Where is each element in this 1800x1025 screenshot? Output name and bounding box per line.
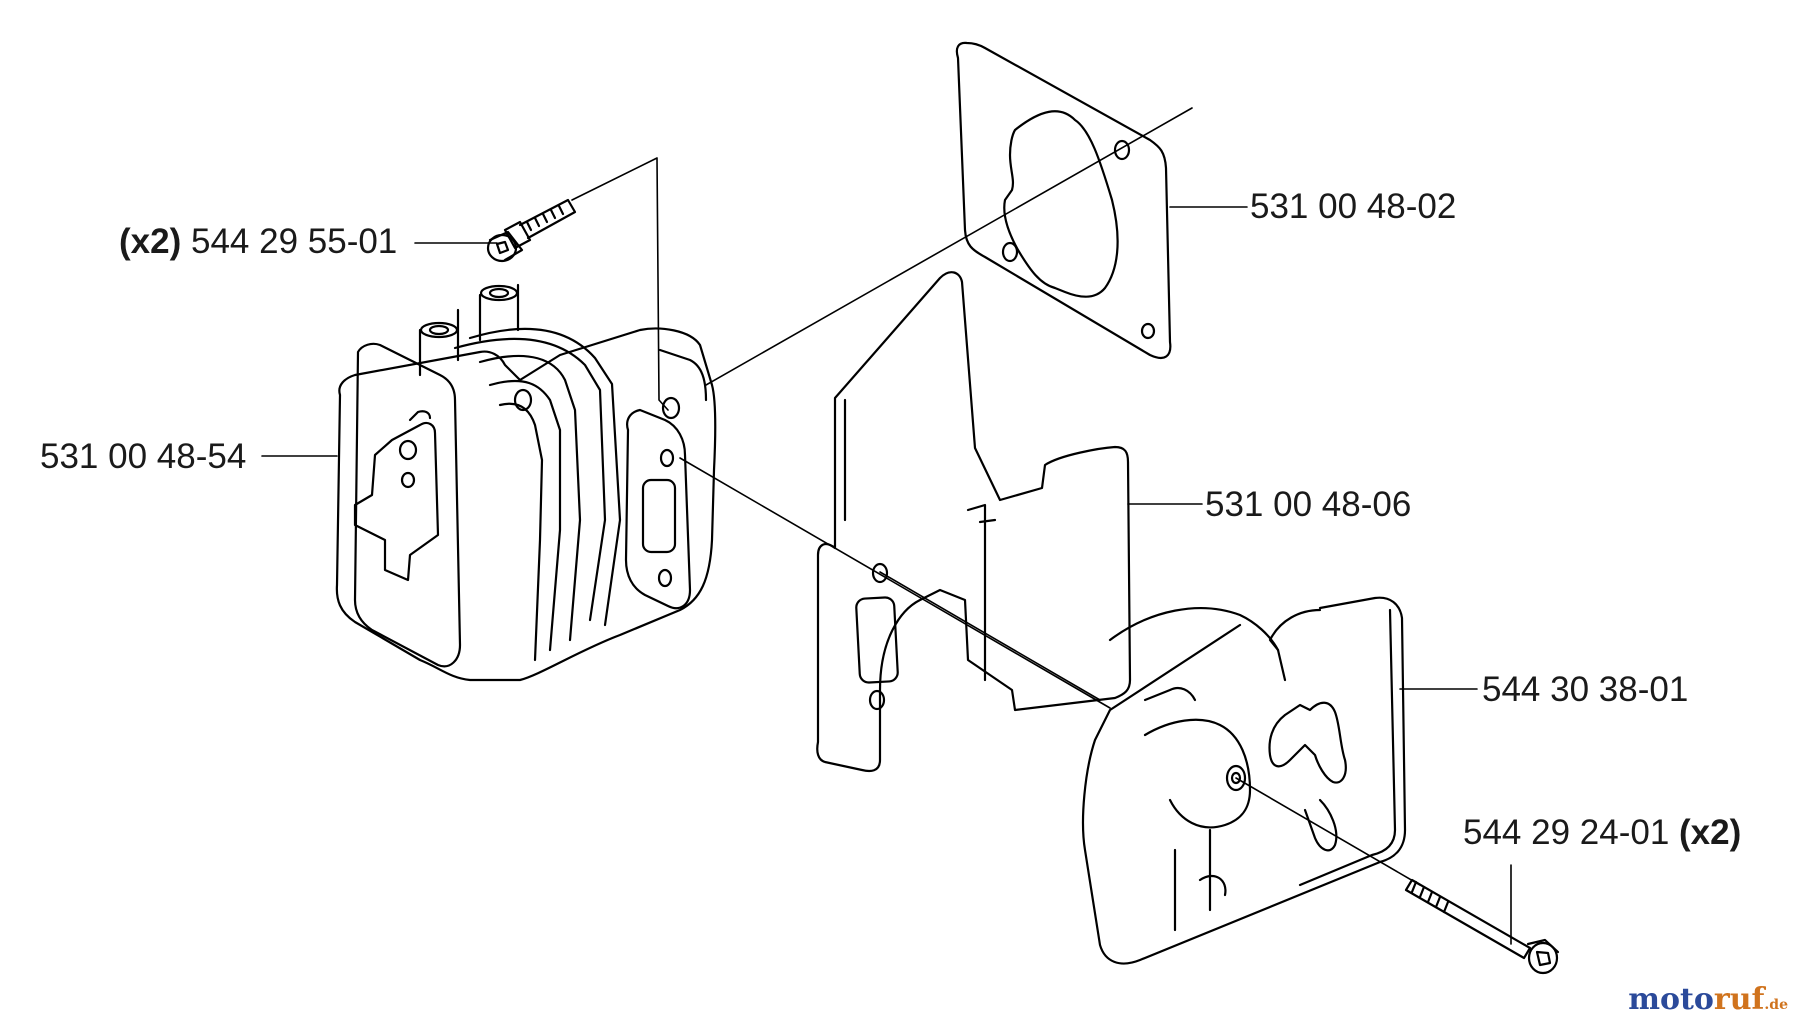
label-screw-top: (x2) 544 29 55-01 [119, 224, 397, 259]
screw-top-part [486, 198, 577, 263]
label-cylinder-part: 531 00 48-54 [40, 437, 247, 476]
label-gasket-top: 531 00 48-02 [1250, 189, 1456, 224]
label-muffler: 544 30 38-01 [1482, 672, 1688, 707]
label-bolt-bottom: 544 29 24-01 (x2) [1463, 815, 1741, 850]
watermark-logo: motoruf.de [1628, 982, 1788, 1017]
heat-shield-part [816, 271, 1132, 773]
label-muffler-part: 544 30 38-01 [1482, 670, 1689, 709]
bolt-bottom-part [1404, 878, 1560, 975]
leader-lines [261, 107, 1512, 945]
label-bolt-bottom-part: 544 29 24-01 [1463, 813, 1670, 852]
watermark-suffix: .de [1764, 997, 1788, 1013]
label-bolt-bottom-qty: (x2) [1679, 813, 1742, 852]
label-heat-shield: 531 00 48-06 [1205, 487, 1411, 522]
label-gasket-top-part: 531 00 48-02 [1250, 187, 1457, 226]
muffler-part [1081, 596, 1407, 965]
watermark-part1: moto [1628, 982, 1714, 1017]
label-screw-top-qty: (x2) [119, 222, 182, 261]
label-cylinder: 531 00 48-54 [40, 439, 246, 474]
gasket-top-part [955, 41, 1172, 359]
watermark-part2: ruf [1713, 982, 1765, 1017]
label-heat-shield-part: 531 00 48-06 [1205, 485, 1412, 524]
cylinder-part [335, 283, 717, 682]
label-screw-top-part: 544 29 55-01 [190, 222, 398, 261]
